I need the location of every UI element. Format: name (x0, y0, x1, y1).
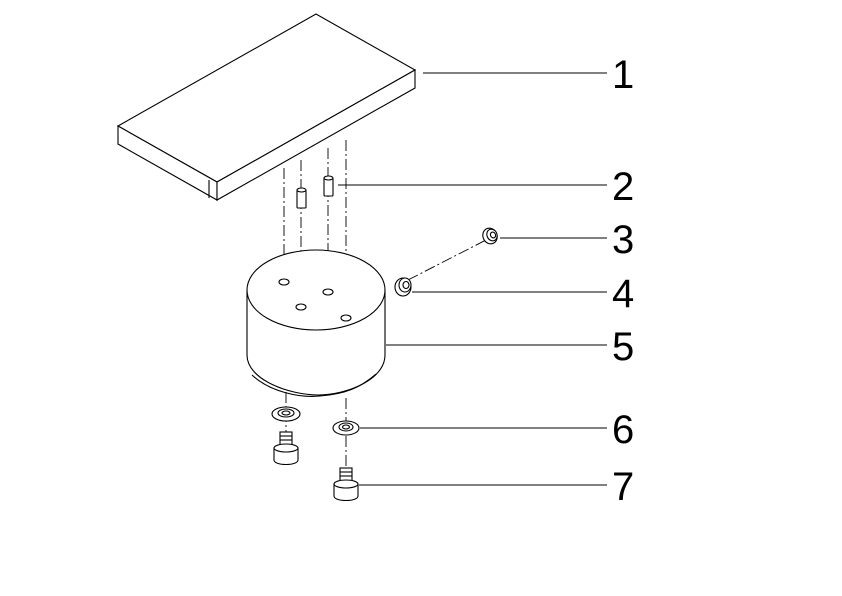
washers (271, 406, 360, 436)
callout-1: 1 (612, 53, 634, 97)
cap-screw-left (273, 431, 299, 466)
callout-2: 2 (612, 165, 634, 209)
set-screw-exploded (482, 227, 498, 245)
top-plate (116, 13, 417, 201)
washer-left (271, 406, 301, 422)
dowel-pins (296, 175, 334, 209)
cap-screws (273, 431, 359, 502)
washer-right (332, 420, 360, 436)
leader-lines (338, 72, 607, 486)
cylindrical-base (246, 249, 386, 397)
threaded-insert (394, 277, 412, 297)
cap-screw-right (333, 467, 359, 502)
dowel-pin-left (296, 187, 307, 209)
callout-numbers: 1 2 3 4 5 6 7 (612, 53, 634, 509)
callout-7: 7 (612, 465, 634, 509)
callout-5: 5 (612, 325, 634, 369)
callout-4: 4 (612, 272, 634, 316)
callout-3: 3 (612, 218, 634, 262)
dowel-pin-right (323, 175, 334, 197)
callout-6: 6 (612, 408, 634, 452)
